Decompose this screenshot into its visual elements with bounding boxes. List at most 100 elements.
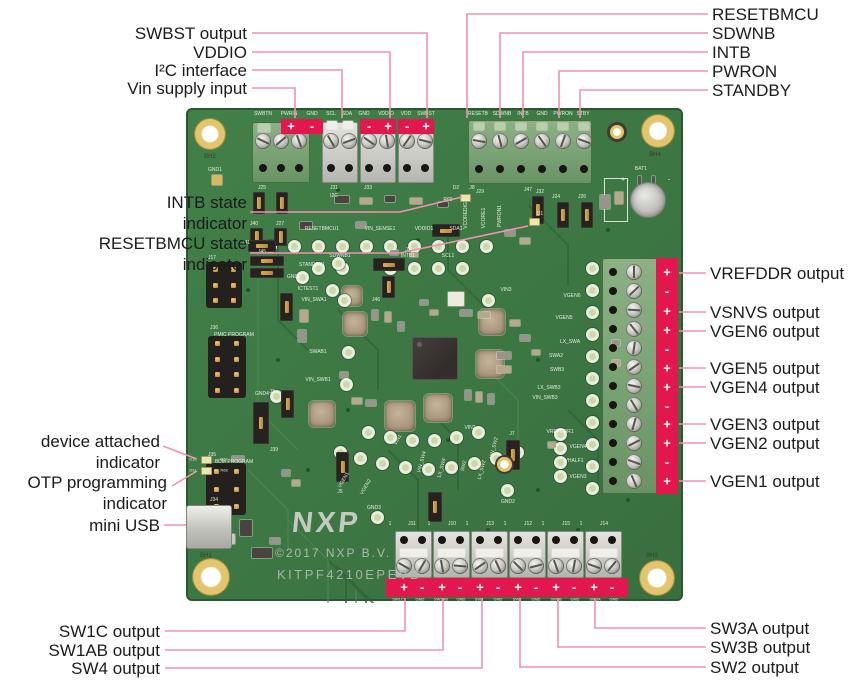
screw-slot	[512, 560, 524, 572]
passive-component	[478, 312, 490, 318]
indicator-led	[201, 467, 212, 475]
terminal-wire-hole	[475, 165, 483, 173]
callout-line: INTB	[712, 43, 751, 62]
polarity-strip-bottom	[386, 578, 628, 597]
screw-slot	[474, 561, 486, 571]
callout-line: SW2 output	[710, 658, 799, 677]
terminal-screw	[626, 264, 642, 280]
test-point	[482, 294, 495, 307]
via	[246, 288, 250, 292]
polarity-strip-right	[656, 258, 678, 494]
test-point	[338, 294, 351, 307]
jumper-pin	[261, 259, 273, 263]
test-point	[586, 394, 599, 407]
silkscreen-label: PWRON1	[497, 205, 503, 227]
silkscreen-label: J27	[275, 221, 285, 227]
test-point	[445, 461, 458, 474]
silkscreen-label: GND	[456, 596, 466, 602]
header-pin	[234, 387, 239, 393]
callout-line: I²C interface	[154, 61, 247, 80]
silkscreen-label: GND	[493, 596, 503, 602]
silkscreen-label: J35	[207, 452, 217, 458]
silkscreen-label: VDDIO	[378, 111, 394, 117]
terminal-screw	[586, 558, 602, 574]
silkscreen-label: VIN_SENSE1	[364, 226, 396, 232]
silkscreen-label: VCOREDIG1	[463, 199, 469, 229]
screw-slot	[607, 560, 617, 572]
passive-component	[488, 394, 494, 404]
terminal-wire-hole	[514, 536, 522, 544]
polarity-mark: -	[533, 579, 539, 595]
polarity-mark: +	[552, 579, 560, 595]
terminal-screw	[291, 133, 307, 149]
callout-swbst-output: SWBST output	[135, 23, 247, 44]
silkscreen-label: J24	[551, 194, 561, 200]
terminal-wire-hole	[609, 439, 617, 447]
silkscreen-label: VIN_SWB3	[532, 395, 558, 401]
callout-line: VDDIO	[193, 43, 247, 62]
terminal-screw	[626, 435, 642, 451]
passive-component	[300, 310, 308, 322]
polarity-strip-top	[360, 119, 396, 134]
terminal-screw	[471, 133, 487, 149]
terminal-wire-hole	[609, 306, 617, 314]
terminal-screw	[626, 340, 642, 356]
silkscreen-label: J25	[257, 185, 267, 191]
callout-resetbmcu: RESETBMCU	[712, 4, 819, 25]
test-point	[586, 460, 599, 473]
terminal-wire-hole	[532, 536, 540, 544]
coin-cell-battery	[631, 183, 665, 217]
passive-component	[600, 195, 610, 209]
test-point	[554, 442, 567, 455]
passive-component	[252, 548, 272, 558]
callout-line: SW4 output	[71, 659, 160, 678]
test-point	[586, 262, 599, 275]
silkscreen-label: SW3B	[550, 596, 562, 602]
screw-slot	[537, 135, 547, 147]
callout-line: VGEN1 output	[710, 472, 820, 491]
polarity-mark: -	[664, 454, 670, 470]
silkscreen-label: INTB	[517, 111, 529, 117]
silkscreen-label: SCL1	[441, 253, 455, 259]
callout-line: SW3B output	[710, 638, 811, 657]
terminal-slot	[590, 549, 617, 557]
header-pin	[212, 282, 218, 288]
terminal-wire-hole	[418, 536, 426, 544]
silkscreen-label: GND6	[287, 274, 301, 280]
jumper-pin	[284, 301, 289, 313]
silkscreen-label: J3	[269, 389, 275, 395]
passive-component	[340, 372, 348, 378]
passive-component	[372, 310, 378, 320]
test-point	[456, 240, 469, 253]
indicator-led	[201, 456, 212, 464]
passive-component	[292, 480, 300, 486]
callout-line: VGEN3 output	[710, 415, 820, 434]
screw-slot	[627, 458, 641, 466]
callout-sw1ab-output: SW1AB output	[48, 640, 160, 661]
callout-sw1c-output: SW1C output	[59, 621, 160, 642]
callout-line: INTB state	[166, 193, 247, 212]
test-point	[332, 257, 345, 270]
screw-slot	[630, 474, 638, 488]
terminal-screw	[626, 283, 642, 299]
jumper-shunt	[382, 276, 395, 298]
leader-line-sw1c-output	[165, 598, 406, 632]
silkscreen-label: J14	[599, 521, 609, 527]
silkscreen-label: J46	[371, 297, 381, 303]
callout-vgen4-output: VGEN4 output	[710, 377, 820, 398]
test-point	[354, 452, 367, 465]
silkscreen-label: BAT1	[634, 166, 648, 172]
gold-test-pad	[497, 457, 512, 472]
terminal-wire-hole	[609, 287, 617, 295]
test-point	[432, 262, 445, 275]
silkscreen-label: GND2	[501, 499, 515, 505]
passive-component	[520, 335, 530, 341]
silkscreen-label: BH4	[649, 152, 661, 158]
header-pin	[230, 282, 236, 288]
callout-vgen1-output: VGEN1 output	[710, 471, 820, 492]
battery-pin	[638, 176, 641, 185]
terminal-slot	[400, 549, 427, 557]
terminal-screw	[576, 133, 592, 149]
